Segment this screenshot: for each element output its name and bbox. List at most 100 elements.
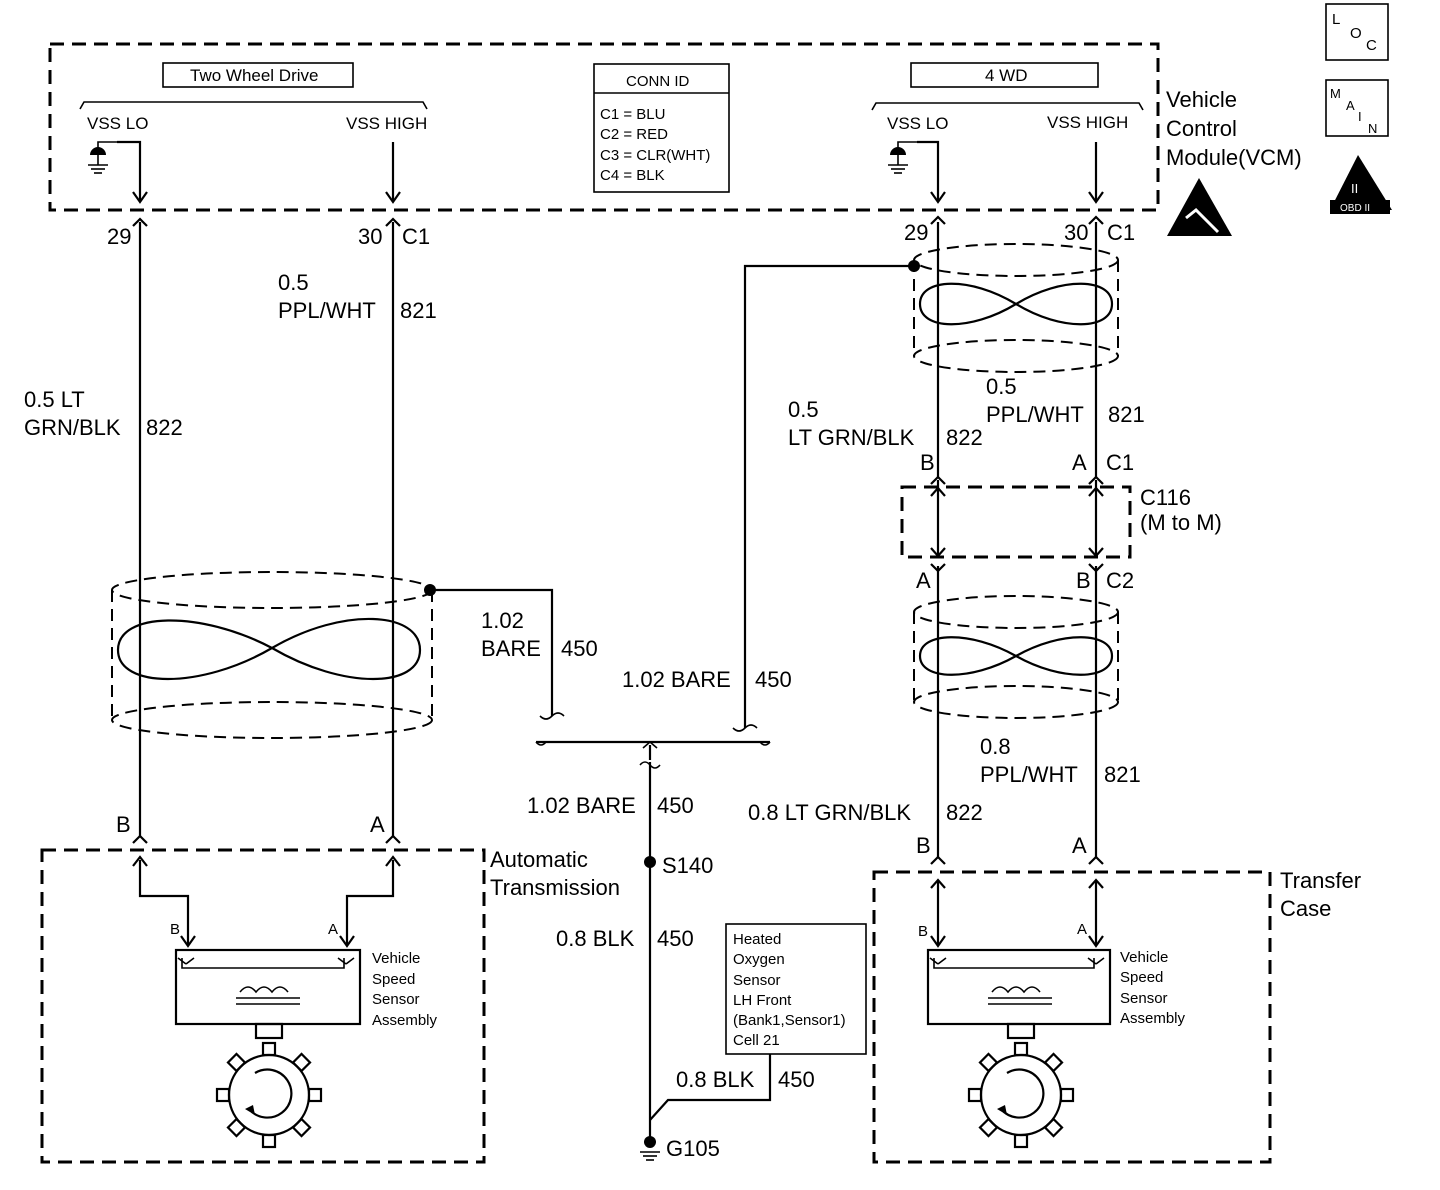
loc-icon[interactable]: L O C (1325, 3, 1389, 61)
svg-text:M: M (1330, 86, 1341, 101)
ground-g105-icon (640, 1136, 660, 1161)
conn-id-box: CONN ID C1 = BLU C2 = RED C3 = CLR(WHT) … (593, 63, 730, 193)
svg-text:VSS HIGH: VSS HIGH (1047, 113, 1128, 132)
svg-text:450: 450 (657, 926, 694, 951)
svg-text:821: 821 (400, 298, 437, 323)
svg-text:LT GRN/BLK: LT GRN/BLK (788, 425, 915, 450)
svg-text:29: 29 (107, 224, 131, 249)
svg-text:Speed: Speed (372, 971, 415, 988)
svg-text:0.8 LT GRN/BLK: 0.8 LT GRN/BLK (748, 800, 911, 825)
vcm-box (48, 42, 1160, 212)
svg-text:Case: Case (1280, 896, 1331, 921)
svg-text:450: 450 (561, 636, 598, 661)
svg-text:Transmission: Transmission (490, 875, 620, 900)
svg-text:C1: C1 (402, 224, 430, 249)
svg-text:(M to M): (M to M) (1140, 510, 1222, 535)
svg-text:VSS LO: VSS LO (887, 114, 948, 133)
svg-text:Sensor: Sensor (1120, 990, 1168, 1007)
drain-junction (535, 740, 771, 769)
svg-text:A: A (1072, 450, 1087, 475)
svg-text:Sensor: Sensor (733, 972, 781, 989)
svg-text:C2 = RED: C2 = RED (600, 126, 668, 143)
left-vehicle-speed-sensor (174, 948, 362, 1040)
svg-text:PPL/WHT: PPL/WHT (986, 402, 1084, 427)
svg-text:VSS HIGH: VSS HIGH (346, 114, 427, 133)
fwd-title: 4 WD (985, 66, 1028, 85)
svg-text:C116: C116 (1140, 485, 1191, 510)
main-icon[interactable]: M A I N (1325, 79, 1389, 137)
svg-text:L: L (1332, 11, 1340, 28)
svg-text:A: A (1072, 833, 1087, 858)
svg-text:C1: C1 (1106, 450, 1134, 475)
svg-text:Assembly: Assembly (1120, 1010, 1186, 1027)
oxygen-sensor-box: Heated Oxygen Sensor LH Front (Bank1,Sen… (725, 923, 867, 1055)
svg-text:0.5: 0.5 (788, 397, 819, 422)
right-lower-twisted-pair-shield (913, 595, 1119, 719)
svg-text:Assembly: Assembly (372, 1012, 438, 1029)
svg-text:OBD II: OBD II (1340, 203, 1370, 214)
svg-text:Sensor: Sensor (372, 991, 420, 1008)
svg-text:Control: Control (1166, 116, 1237, 141)
svg-text:I: I (1358, 109, 1362, 124)
svg-text:(Bank1,Sensor1): (Bank1,Sensor1) (733, 1012, 846, 1029)
right-vehicle-speed-sensor (926, 948, 1112, 1040)
svg-text:O: O (1350, 25, 1362, 42)
svg-text:VSS LO: VSS LO (87, 114, 148, 133)
svg-text:1.02 BARE: 1.02 BARE (527, 793, 636, 818)
svg-text:A: A (328, 921, 338, 938)
obd-ii-icon[interactable]: II OBD II (1330, 155, 1392, 214)
svg-text:G105: G105 (666, 1136, 720, 1161)
left-twisted-pair-shield (111, 571, 433, 739)
svg-text:LH Front: LH Front (733, 992, 792, 1009)
svg-text:A: A (370, 812, 385, 837)
automatic-transmission-box (40, 848, 486, 1164)
svg-text:0.5: 0.5 (986, 374, 1017, 399)
svg-text:450: 450 (755, 667, 792, 692)
svg-text:A: A (1346, 98, 1355, 113)
svg-text:450: 450 (657, 793, 694, 818)
esd-warning-icon (1167, 178, 1232, 236)
svg-text:Heated: Heated (733, 931, 781, 948)
svg-text:N: N (1368, 121, 1377, 136)
svg-text:BARE: BARE (481, 636, 541, 661)
svg-text:822: 822 (946, 800, 983, 825)
svg-text:1.02: 1.02 (481, 608, 524, 633)
svg-text:0.8 BLK: 0.8 BLK (676, 1067, 755, 1092)
svg-text:0.5: 0.5 (278, 270, 309, 295)
svg-text:Vehicle: Vehicle (1166, 87, 1237, 112)
svg-text:PPL/WHT: PPL/WHT (278, 298, 376, 323)
svg-text:II: II (1351, 181, 1358, 196)
transfer-case-box (872, 870, 1272, 1164)
svg-text:Speed: Speed (1120, 969, 1163, 986)
svg-text:B: B (916, 833, 931, 858)
svg-text:Cell 21: Cell 21 (733, 1032, 780, 1049)
svg-text:1.02 BARE: 1.02 BARE (622, 667, 731, 692)
svg-text:A: A (916, 568, 931, 593)
right-top-twisted-pair-shield (913, 243, 1119, 373)
svg-text:C: C (1366, 37, 1377, 54)
svg-text:Vehicle: Vehicle (1120, 949, 1168, 966)
right-reluctor-wheel-icon (967, 1041, 1075, 1149)
svg-text:C4 = BLK: C4 = BLK (600, 167, 665, 184)
svg-text:450: 450 (778, 1067, 815, 1092)
svg-text:Transfer: Transfer (1280, 868, 1361, 893)
svg-text:B: B (1076, 568, 1091, 593)
svg-text:Oxygen: Oxygen (733, 951, 785, 968)
svg-text:30: 30 (1064, 220, 1088, 245)
svg-text:C1 = BLU: C1 = BLU (600, 106, 665, 123)
svg-text:C3 = CLR(WHT): C3 = CLR(WHT) (600, 147, 710, 164)
svg-text:PPL/WHT: PPL/WHT (980, 762, 1078, 787)
c116-connector (900, 475, 1132, 573)
svg-text:B: B (918, 923, 928, 940)
svg-text:C1: C1 (1107, 220, 1135, 245)
svg-text:C2: C2 (1106, 568, 1134, 593)
svg-text:Vehicle: Vehicle (372, 950, 420, 967)
svg-text:A: A (1077, 921, 1087, 938)
svg-text:Automatic: Automatic (490, 847, 588, 872)
svg-text:29: 29 (904, 220, 928, 245)
svg-text:821: 821 (1108, 402, 1145, 427)
vcm-right-ground (888, 141, 917, 174)
left-reluctor-wheel-icon (215, 1041, 323, 1149)
svg-text:CONN ID: CONN ID (626, 73, 690, 90)
